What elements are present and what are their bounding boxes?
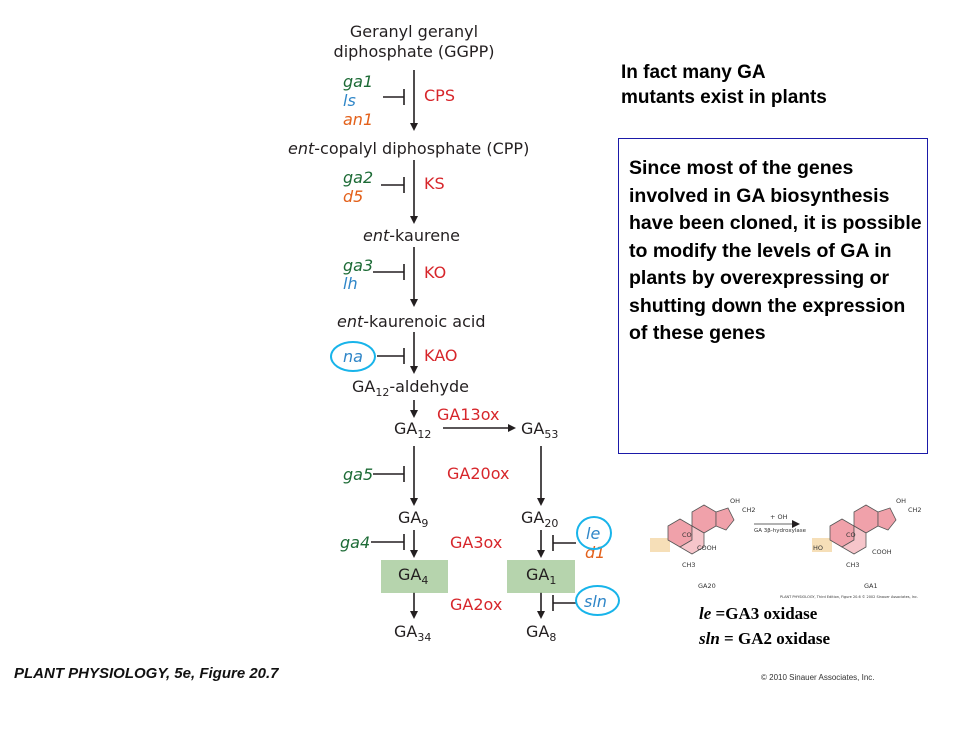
mini-left-coo: COOH [697,544,717,552]
gene-ga4: ga4 [340,533,371,552]
ga34-label: GA34 [394,622,432,644]
ga4-label: GA4 [398,565,429,587]
mini-left-oh: OH [730,497,740,505]
block-sln [552,595,576,611]
block-le-d1 [552,535,576,551]
legend-sln: sln = GA2 oxidase [699,629,831,648]
gene-ga1: ga1 [343,72,374,91]
mini-right-oh: OH [896,497,906,505]
mini-right-ho: HO [813,544,823,552]
block-ko [373,264,405,280]
gene-ls: ls [343,91,356,110]
enzyme-ga2ox: GA2ox [450,595,503,614]
highlight-circle-le [576,516,612,550]
mini-left-co: CO [682,531,692,539]
block-ga20ox [373,466,405,482]
legend-le: le =GA3 oxidase [699,604,818,623]
mini-left-ch3: CH3 [682,561,696,569]
mini-credit: PLANT PHYSIOLOGY, Third Edition, Figure … [780,595,918,599]
ga20-label: GA20 [521,508,559,530]
highlight-circle-na [330,341,376,372]
info-box: Since most of the genes involved in GA b… [618,138,928,454]
block-ks [381,177,405,193]
enzyme-ks: KS [424,174,445,193]
mini-left-ch2: CH2 [742,506,756,514]
highlight-ga1 [507,560,575,593]
mini-right-co: CO [846,531,856,539]
enzyme-ko: KO [424,263,447,282]
ga12-aldehyde-label: GA12-aldehyde [352,377,469,399]
block-ga3ox [371,534,405,550]
ga9-label: GA9 [398,508,429,530]
enzyme-ga3ox: GA3ox [450,533,503,552]
info-box-text: Since most of the genes involved in GA b… [629,157,922,344]
highlight-ga4 [381,560,448,593]
ga8-label: GA8 [526,622,557,644]
mini-right-coo: COOH [872,548,892,556]
ggpp-label: Geranyl geranyl diphosphate (GGPP) [333,22,495,61]
gene-ga2: ga2 [343,168,374,187]
enzyme-ga20ox: GA20ox [447,464,510,483]
block-cps [383,89,405,105]
enzyme-cps: CPS [424,86,455,105]
figure-caption: PLANT PHYSIOLOGY, 5e, Figure 20.7 [14,665,279,682]
ga53-label: GA53 [521,419,559,441]
cpp-label: ent-copalyl diphosphate (CPP) [288,139,530,158]
gene-lh: lh [343,274,358,293]
mini-arrow-top: + OH [770,513,788,521]
gene-d5: d5 [343,187,364,206]
mutants-title: In fact many GA mutants exist in plants [621,62,827,108]
copyright: © 2010 Sinauer Associates, Inc. [761,673,875,682]
gene-ga3: ga3 [343,256,374,275]
mini-right-ch2: CH2 [908,506,922,514]
gene-an1: an1 [343,110,374,129]
kaurenoic-acid-label: ent-kaurenoic acid [337,312,486,331]
mini-left-caption: GA20 [698,582,716,590]
highlight-circle-sln [575,585,620,616]
kaurene-label: ent-kaurene [363,226,461,245]
block-kao [377,348,405,364]
gene-ga5: ga5 [343,465,374,484]
ga1-label: GA1 [526,565,557,587]
enzyme-kao: KAO [424,346,458,365]
mini-right-ch3: CH3 [846,561,860,569]
hydroxylation-diagram: OH CH2 CO COOH CH3 GA20 + OH GA 3β-hydro… [650,497,922,599]
mini-arrow-bottom: GA 3β-hydroxylase [754,528,807,534]
enzyme-ga13ox: GA13ox [437,405,500,424]
ga12-label: GA12 [394,419,432,441]
mini-right-caption: GA1 [864,582,878,590]
